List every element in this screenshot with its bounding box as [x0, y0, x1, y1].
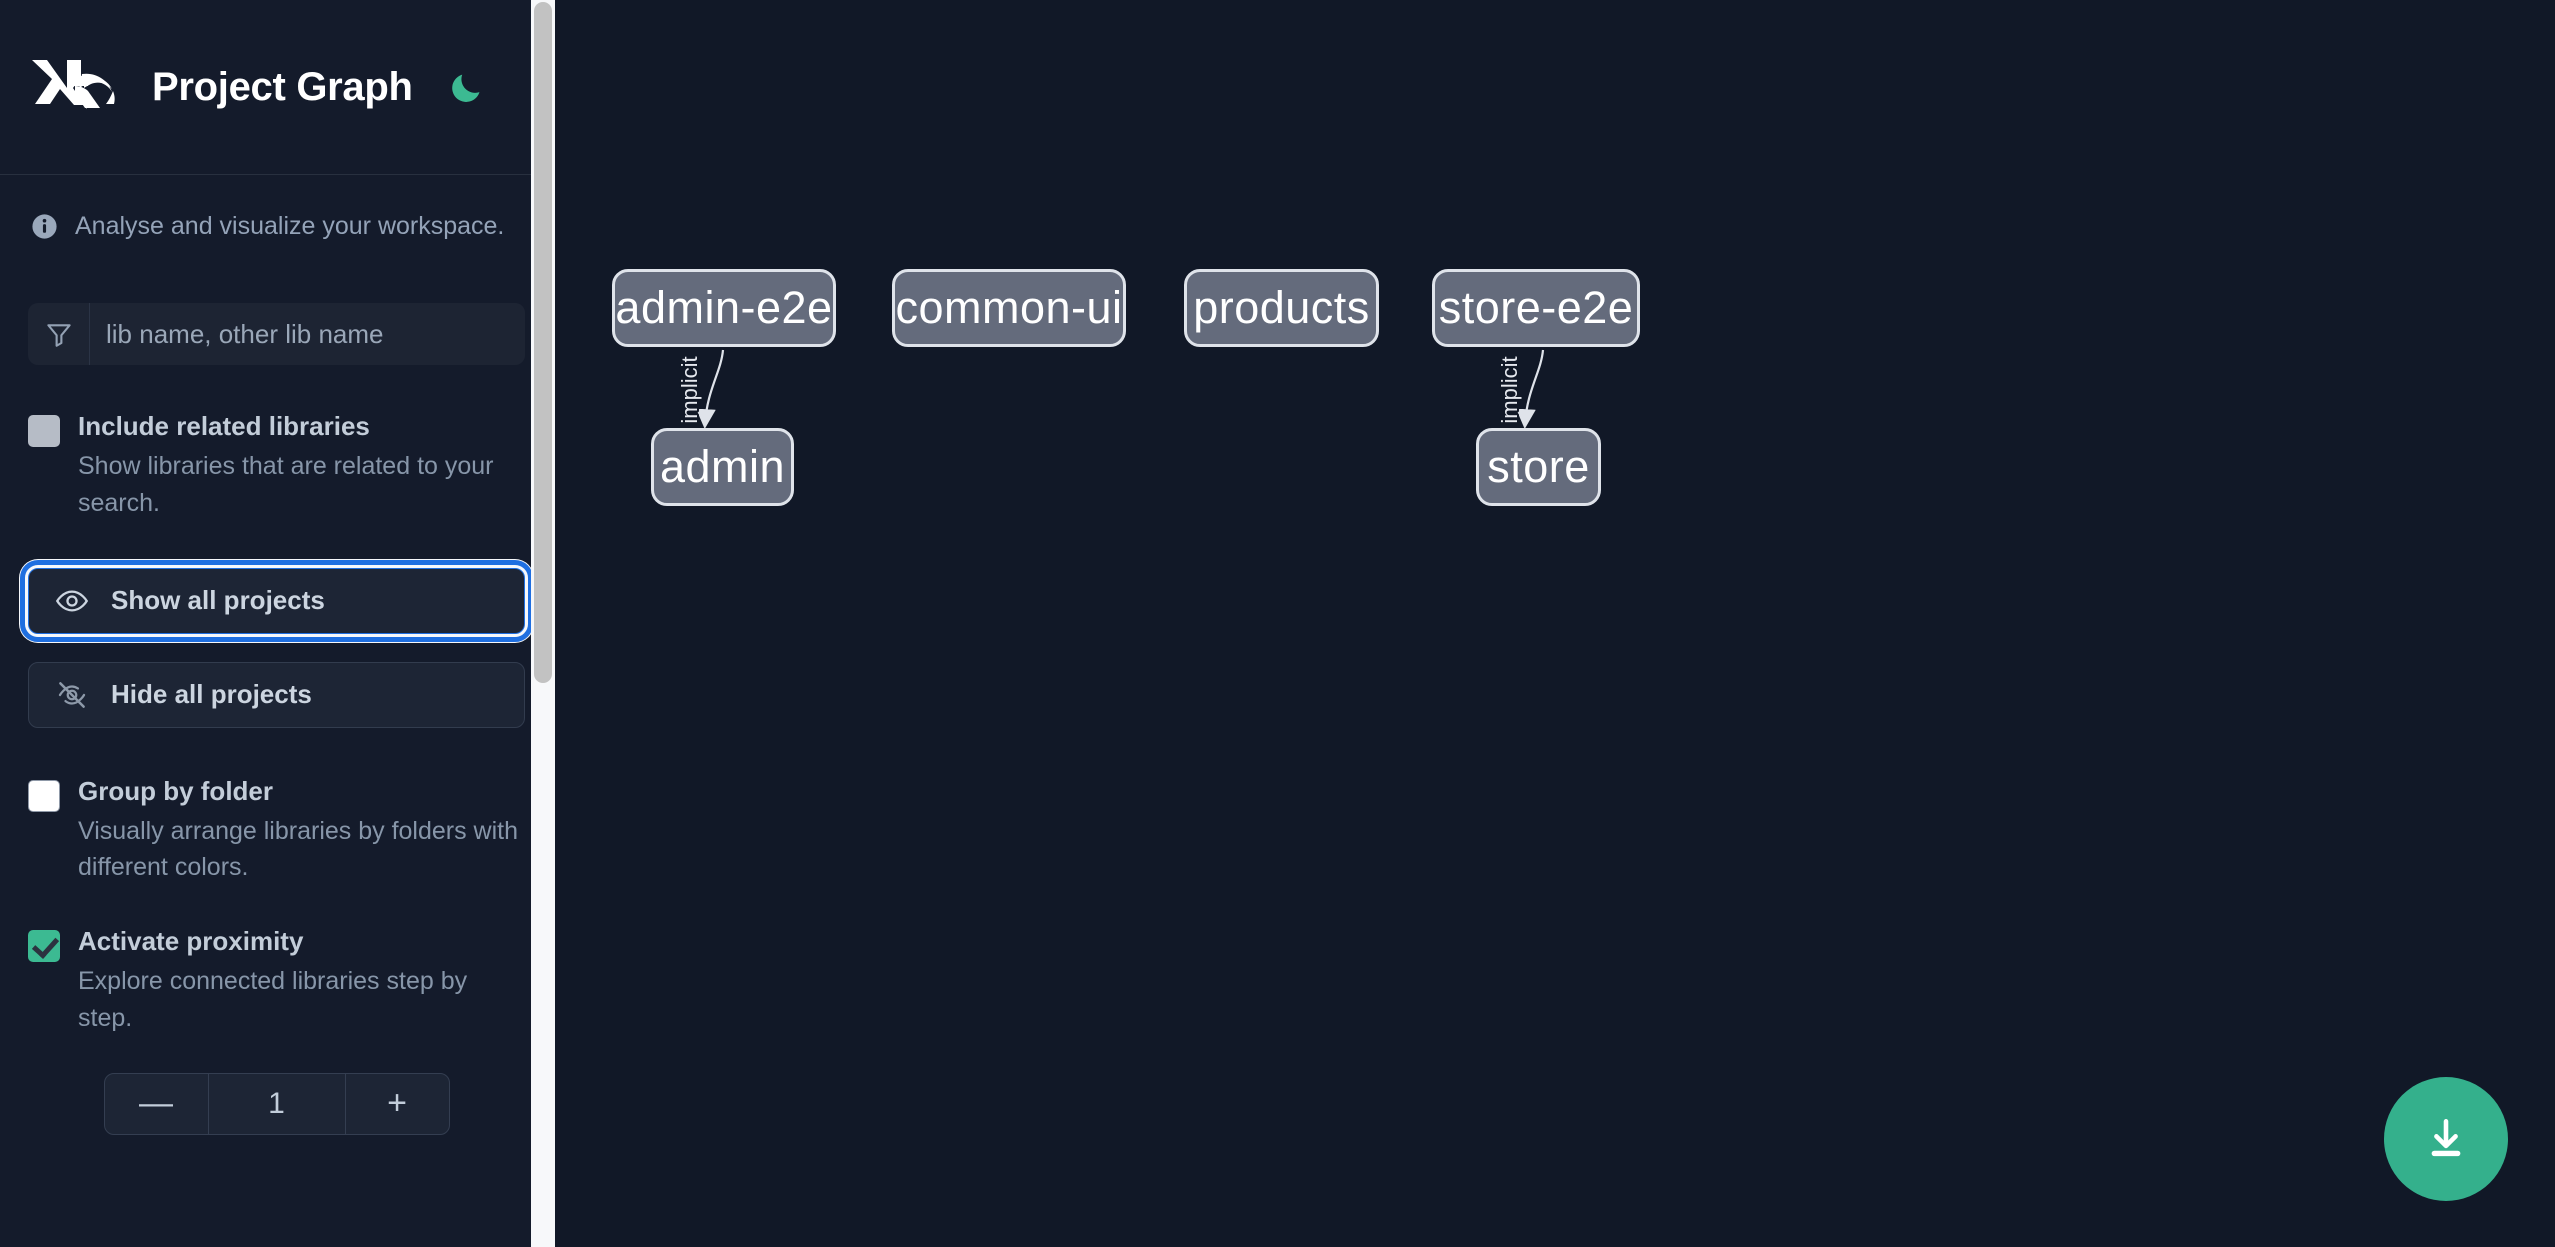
- page-title: Project Graph: [152, 64, 413, 109]
- sidebar-scrollbar-track[interactable]: [531, 0, 555, 1247]
- graph-node-common-ui[interactable]: common-ui: [892, 269, 1126, 347]
- info-circle-icon: [30, 212, 59, 241]
- show-all-projects-wrap: Show all projects: [0, 559, 555, 642]
- show-all-projects-label: Show all projects: [111, 585, 325, 616]
- option-label: Activate proximity: [78, 926, 304, 957]
- hide-all-projects-label: Hide all projects: [111, 679, 312, 710]
- edge-admin-e2e-to-admin: implicit: [675, 349, 725, 429]
- graph-edges: implicit implicit: [675, 349, 1545, 429]
- graph-node-store-e2e[interactable]: store-e2e: [1432, 269, 1640, 347]
- sidebar-tagline: Analyse and visualize your workspace.: [0, 175, 555, 241]
- sidebar: Project Graph Analyse and visualize your…: [0, 0, 555, 1247]
- graph-node-products[interactable]: products: [1184, 269, 1379, 347]
- option-include-related-libraries[interactable]: Include related libraries Show libraries…: [0, 409, 555, 522]
- edge-store-e2e-to-store: implicit: [1495, 349, 1545, 429]
- edge-label-implicit-admin: implicit: [677, 356, 702, 423]
- option-description: Visually arrange libraries by folders wi…: [78, 816, 519, 882]
- show-all-projects-button[interactable]: Show all projects: [20, 559, 533, 642]
- increment-button[interactable]: +: [344, 1073, 449, 1134]
- moon-icon[interactable]: [445, 66, 487, 108]
- eye-icon: [55, 584, 89, 618]
- checkbox-group-by-folder[interactable]: [28, 779, 60, 812]
- option-description: Show libraries that are related to your …: [78, 452, 494, 517]
- graph-node-admin[interactable]: admin: [651, 428, 794, 506]
- option-label: Group by folder: [78, 775, 273, 806]
- nx-logo-icon: [30, 56, 122, 118]
- checkbox-include-related-libraries[interactable]: [28, 415, 60, 447]
- checkbox-activate-proximity[interactable]: [28, 930, 60, 963]
- sidebar-scrollbar-thumb[interactable]: [534, 2, 552, 683]
- graph-node-store[interactable]: store: [1476, 428, 1601, 506]
- option-activate-proximity[interactable]: Activate proximity Explore connected lib…: [0, 924, 555, 1037]
- filter-row: [28, 303, 525, 365]
- proximity-stepper: — 1 +: [103, 1072, 450, 1135]
- hide-all-projects-wrap: Hide all projects: [0, 661, 555, 728]
- option-group-by-folder[interactable]: Group by folder Visually arrange librari…: [0, 774, 555, 887]
- graph-canvas[interactable]: implicit implicit admin-e2e common-ui pr…: [555, 0, 2555, 1247]
- sidebar-header: Project Graph: [0, 0, 555, 175]
- proximity-value: 1: [268, 1086, 285, 1120]
- download-graph-button[interactable]: [2384, 1077, 2508, 1201]
- option-label: Include related libraries: [78, 411, 370, 441]
- option-description: Explore connected libraries step by step…: [78, 967, 468, 1033]
- proximity-stepper-wrap: — 1 +: [0, 1072, 555, 1135]
- search-input[interactable]: [90, 303, 525, 365]
- hide-all-projects-button[interactable]: Hide all projects: [28, 661, 525, 728]
- funnel-icon[interactable]: [28, 303, 90, 365]
- tagline-text: Analyse and visualize your workspace.: [75, 212, 505, 240]
- graph-node-admin-e2e[interactable]: admin-e2e: [612, 269, 836, 347]
- decrement-button[interactable]: —: [105, 1073, 209, 1134]
- edge-label-implicit-store: implicit: [1497, 356, 1522, 423]
- eye-off-icon: [55, 678, 89, 712]
- download-icon: [2421, 1113, 2471, 1166]
